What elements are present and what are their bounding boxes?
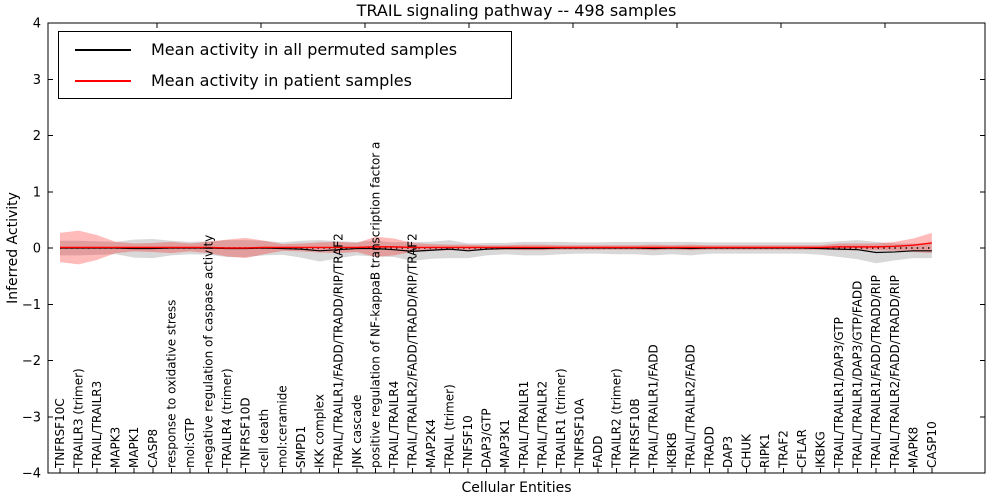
x-tick-label: mol:ceramide <box>276 385 290 468</box>
x-tick-label: CASP8 <box>146 429 160 468</box>
x-tick-label: TRAIL/TRAILR2/FADD <box>684 344 698 469</box>
x-tick-label: TRAILR2 (trimer) <box>610 368 624 469</box>
x-tick-label: TRAIL/TRAILR2/FADD/TRADD/RIP/TRAF2 <box>405 233 419 469</box>
x-tick-label: TNFRSF10C <box>53 398 67 469</box>
legend-label-patient: Mean activity in patient samples <box>151 71 412 90</box>
x-tick-label: TNFSF10 <box>461 415 475 469</box>
x-tick-label: TRAIL/TRAILR4 <box>387 381 401 469</box>
x-tick-label: TRAILR4 (trimer) <box>220 368 234 469</box>
x-tick-label: TRAIL (trimer) <box>443 384 457 469</box>
patient-mean-line <box>60 242 932 249</box>
y-tick-label: −3 <box>22 410 41 425</box>
x-tick-label: MAPK3 <box>109 427 123 468</box>
x-tick-label: TRAIL/TRAILR1/DAP3/GTP/FADD <box>851 281 865 469</box>
x-tick-label: CASP10 <box>925 421 939 468</box>
x-tick-label: cell death <box>257 409 271 468</box>
x-tick-label: TRAIL/TRAILR3 <box>90 381 104 469</box>
x-tick-label: TNFRSF10B <box>628 398 642 469</box>
x-tick-label: TRAIL/TRAILR1/FADD/TRADD/RIP <box>869 275 883 469</box>
x-tick-label: IKK complex <box>313 394 327 468</box>
x-tick-label: RIPK1 <box>758 433 772 468</box>
x-tick-label: MAP3K1 <box>498 419 512 468</box>
x-tick-label: IKBKG <box>814 431 828 468</box>
chart-title: TRAIL signaling pathway -- 498 samples <box>356 1 677 20</box>
legend-line-patient-icon <box>75 79 131 82</box>
x-tick-label: TRAIL/TRAILR1/FADD <box>647 344 661 469</box>
legend-box: Mean activity in all permuted samples Me… <box>58 31 512 99</box>
x-tick-label: MAP2K4 <box>424 419 438 468</box>
y-tick-label: 1 <box>33 185 41 200</box>
x-tick-label: mol:GTP <box>183 418 197 468</box>
x-tick-label: TRAILR3 (trimer) <box>72 368 86 469</box>
x-tick-label: JNK cascade <box>350 395 364 469</box>
x-tick-label: SMPD1 <box>294 426 308 468</box>
x-tick-label: DAP3 <box>721 436 735 468</box>
x-axis-label: Cellular Entities <box>461 480 572 496</box>
legend-line-permuted-icon <box>75 48 131 51</box>
x-tick-label: IKBKB <box>665 432 679 468</box>
x-tick-label: DAP3/GTP <box>480 408 494 468</box>
y-tick-label: 0 <box>33 242 41 257</box>
x-tick-label: MAPK1 <box>127 427 141 468</box>
legend-item-patient: Mean activity in patient samples <box>59 65 511 96</box>
x-tick-label: CHUK <box>739 433 753 468</box>
x-tick-label: response to oxidative stress <box>164 300 178 468</box>
y-axis-label: Inferred Activity <box>5 192 21 304</box>
x-tick-label: TRAIL/TRAILR2 <box>535 381 549 469</box>
x-tick-label: TRAIL/TRAILR1/FADD/TRADD/RIP/TRAF2 <box>331 233 345 469</box>
x-tick-label: positive regulation of NF-kappaB transcr… <box>368 142 382 468</box>
x-tick-label: TRADD <box>702 426 716 469</box>
x-tick-label: TRAIL/TRAILR2/FADD/TRADD/RIP <box>888 275 902 469</box>
y-tick-label: −2 <box>22 354 41 369</box>
x-tick-label: FADD <box>591 436 605 469</box>
x-tick-label: TRAIL/TRAILR1/DAP3/GTP <box>832 317 846 469</box>
x-tick-label: TRAILR1 (trimer) <box>554 368 568 469</box>
tick-marks <box>48 22 985 474</box>
permuted-band <box>60 239 932 264</box>
x-tick-label: MAPK8 <box>906 427 920 468</box>
x-tick-label: TNFRSF10D <box>239 397 253 469</box>
y-tick-labels: 4 3 2 1 0 −1 −2 −3 −4 <box>22 17 41 482</box>
x-tick-label: TNFRSF10A <box>572 398 586 469</box>
y-tick-label: 2 <box>33 129 41 144</box>
x-tick-label: CFLAR <box>795 429 809 468</box>
y-tick-label: −1 <box>22 298 41 313</box>
y-tick-label: 3 <box>33 73 41 88</box>
x-tick-label: negative regulation of caspase activity <box>201 235 215 468</box>
legend-label-permuted: Mean activity in all permuted samples <box>151 40 458 59</box>
x-tick-label: TRAF2 <box>776 430 790 469</box>
y-tick-label: 4 <box>33 17 41 32</box>
y-tick-label: −4 <box>22 467 41 482</box>
legend-item-permuted: Mean activity in all permuted samples <box>59 34 511 65</box>
x-tick-label: TRAIL/TRAILR1 <box>517 381 531 469</box>
